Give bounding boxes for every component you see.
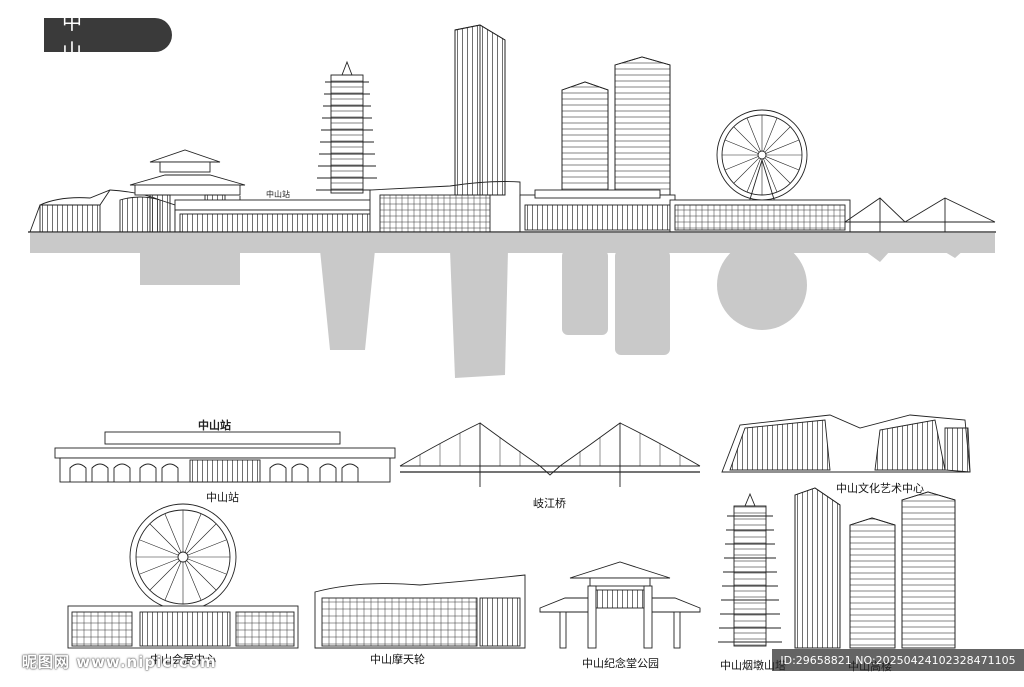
caption-convention-center: 中山会展中心 [150,653,216,666]
city-title: 中 山 [62,10,104,63]
caption-culture-center: 中山文化艺术中心 [836,482,924,495]
bridge-drawing [399,422,701,487]
skyline-tall-tower [454,24,506,196]
skyline-twin-towers [561,56,671,196]
skyline-ferris-wheel [716,109,808,233]
caption-bridge: 岐江桥 [533,497,566,510]
skyline-memorial-gate [129,149,246,233]
skyline-illustration: 中山站 [28,24,996,378]
watermark-right: ID:29658821 NO:20250424102328471105 [772,649,1024,671]
city-title-badge: 中 山 [44,10,172,63]
skyline-station-sign: 中山站 [266,189,290,199]
caption-expo: 中山摩天轮 [370,653,425,666]
station-drawing [54,431,396,483]
station-sign: 中山站 [198,418,231,432]
skyline-bridge [844,197,996,232]
caption-station: 中山站 [206,491,239,504]
culture-center-drawing [721,414,971,473]
skyline-reflection [30,233,995,378]
watermark-left: 昵图网 www.nipic.com [22,652,217,671]
skyline-pagoda [316,60,378,194]
pagoda-drawing [718,492,782,647]
caption-memorial-park: 中山纪念堂公园 [582,657,659,670]
towers-drawing [794,487,956,649]
expo-building-drawing [314,574,526,649]
caption-pagoda: 中山烟墩山塔 [720,659,786,672]
memorial-gate-drawing [539,561,701,649]
skyline-arcade-building [519,189,676,233]
ferris-wheel-drawing [67,503,299,649]
